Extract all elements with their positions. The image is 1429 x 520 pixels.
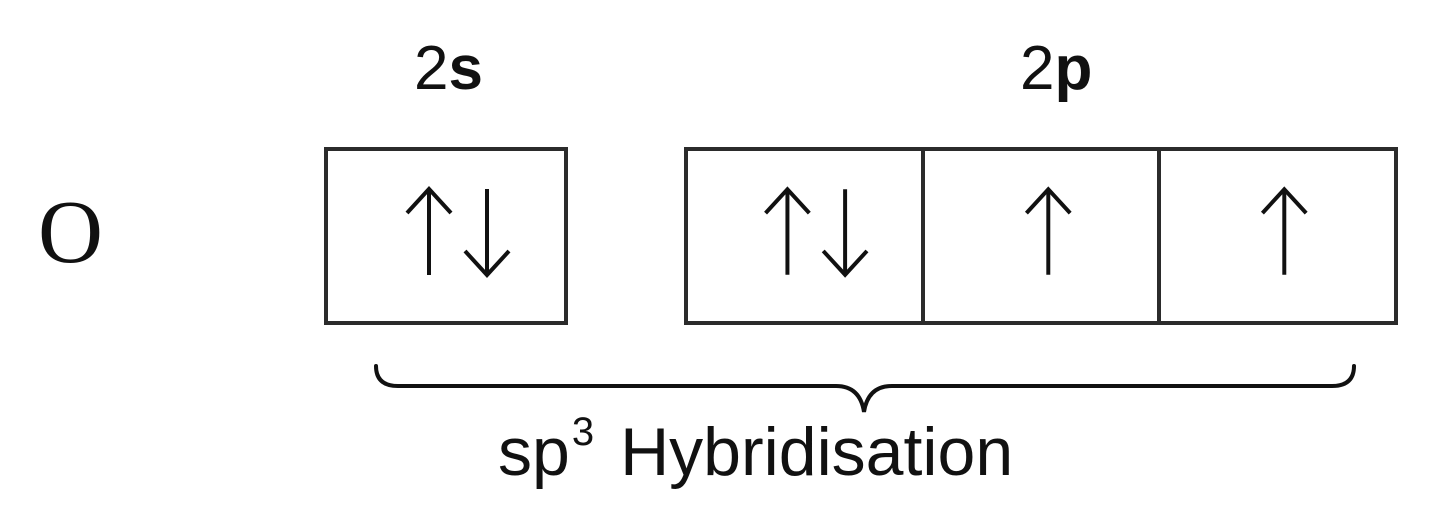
subshell-letter: s [448,34,483,103]
spin-up-arrow-icon [1261,186,1308,275]
spin-down-arrow-icon [821,189,869,278]
element-symbol: O [38,183,103,282]
hybrid-superscript: 3 [571,410,595,454]
spin-down-arrow-icon [463,189,511,278]
hybrid-prefix: sp [498,414,570,490]
subshell-label-2s: 2s [414,38,483,100]
spin-up-arrow-icon [1024,186,1072,275]
subshell-number: 2 [1020,34,1055,103]
orbital-box-2s [324,147,568,325]
orbital-cell [328,151,564,321]
subshell-letter: p [1054,34,1093,103]
subshell-number: 2 [414,34,449,103]
orbital-cell [688,151,921,321]
spin-up-arrow-icon [405,186,453,275]
orbital-cell [920,151,1158,321]
subshell-label-2p: 2p [1020,38,1092,100]
orbital-cell [1157,151,1394,321]
orbital-box-group-2p [684,147,1398,325]
hybrid-word: Hybridisation [620,414,1014,490]
spin-up-arrow-icon [764,186,811,275]
hybridisation-brace [374,364,1356,413]
